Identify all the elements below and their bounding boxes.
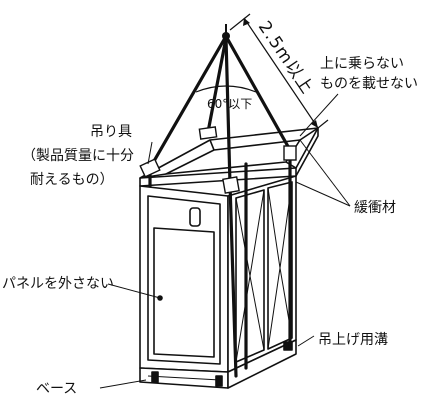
groove-label: 吊上げ用溝 [318,332,388,348]
cushion-front-right [222,176,240,194]
angle-label: 60°以下 [207,97,252,111]
sling-down-front [228,182,238,378]
sling-back-left [206,36,228,134]
panel-label: パネルを外さない [2,276,114,292]
sling-label-1: 吊り具 [90,124,132,140]
no-load-label: ものを載せない [320,76,418,92]
cushion-front-left [139,158,161,178]
angle-arc [195,85,257,93]
lifting-groove-side [283,341,293,351]
sling-front-right [224,36,232,186]
sling-label-2: （製品質量に十分 [22,148,134,164]
cushion-label: 緩衝材 [354,200,396,216]
lifting-groove-left [151,371,159,383]
sling-back-right [225,36,292,152]
sling-front-left [148,36,227,170]
slings [148,36,292,378]
no-step-label: 上に乗らない [320,56,404,72]
sling-label-3: 耐えるもの） [30,172,114,188]
nameplate [189,207,201,227]
cushions [139,126,297,194]
cushion-back [198,126,218,140]
dimension-line [229,13,329,129]
hook [222,24,230,40]
distance-label: 2.5m以上 [254,18,317,98]
front-panel [147,195,221,365]
base-label: ベース [36,381,77,397]
cushion-side-top [283,145,297,161]
leader-lines [99,93,351,389]
lifting-groove-right [215,375,223,387]
cabinet [139,127,319,389]
